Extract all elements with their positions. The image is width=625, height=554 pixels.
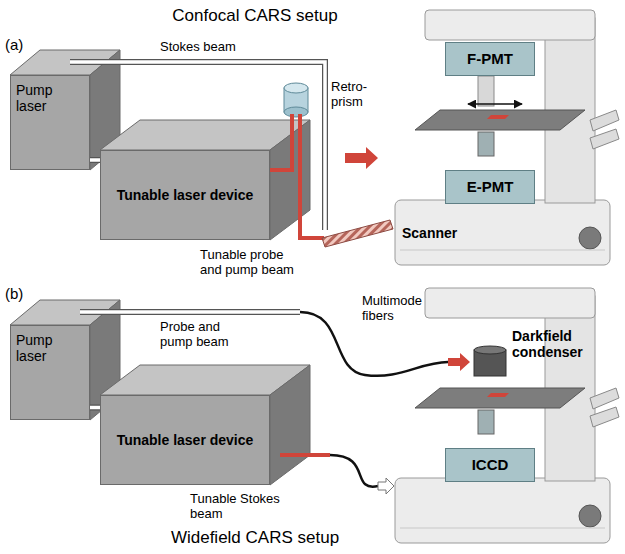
panel-title: Confocal CARS setup xyxy=(150,6,360,26)
laser-box: Tunable laser device xyxy=(100,395,270,485)
laser-box: Tunable laser device xyxy=(100,150,270,240)
node-text: E-PMT xyxy=(451,178,529,195)
laser-box: Pump laser xyxy=(10,325,90,420)
detector-box: E-PMT xyxy=(445,170,535,204)
node-text: Tunable laser device xyxy=(106,432,264,448)
panel-letter: (a) xyxy=(5,36,45,53)
node-text: F-PMT xyxy=(451,50,529,67)
detector-box: F-PMT xyxy=(445,42,535,76)
node-text: Tunable laser device xyxy=(106,187,264,203)
part-label: Multimode fibers xyxy=(362,294,432,324)
node-text: Pump laser xyxy=(16,82,84,114)
node-text: ICCD xyxy=(451,456,529,473)
laser-beam xyxy=(90,158,100,162)
part-label: Scanner xyxy=(402,225,482,241)
laser-box: Pump laser xyxy=(10,75,90,170)
camera-box: ICCD xyxy=(445,448,535,482)
panel-letter: (b) xyxy=(5,285,45,302)
panel-title: Widefield CARS setup xyxy=(150,528,360,548)
beam-label: Tunable probe and pump beam xyxy=(200,248,296,278)
part-label: Retro-prism xyxy=(331,80,379,110)
beam-label: Stokes beam xyxy=(160,40,270,55)
beam-label: Tunable Stokes beam xyxy=(190,492,300,522)
part-label: Darkfield condenser xyxy=(512,328,616,360)
beam-outline xyxy=(90,405,100,411)
beam-outline xyxy=(90,157,100,163)
node-text: Pump laser xyxy=(16,332,84,364)
laser-beam xyxy=(90,406,100,410)
beam-label: Probe and pump beam xyxy=(160,320,240,350)
